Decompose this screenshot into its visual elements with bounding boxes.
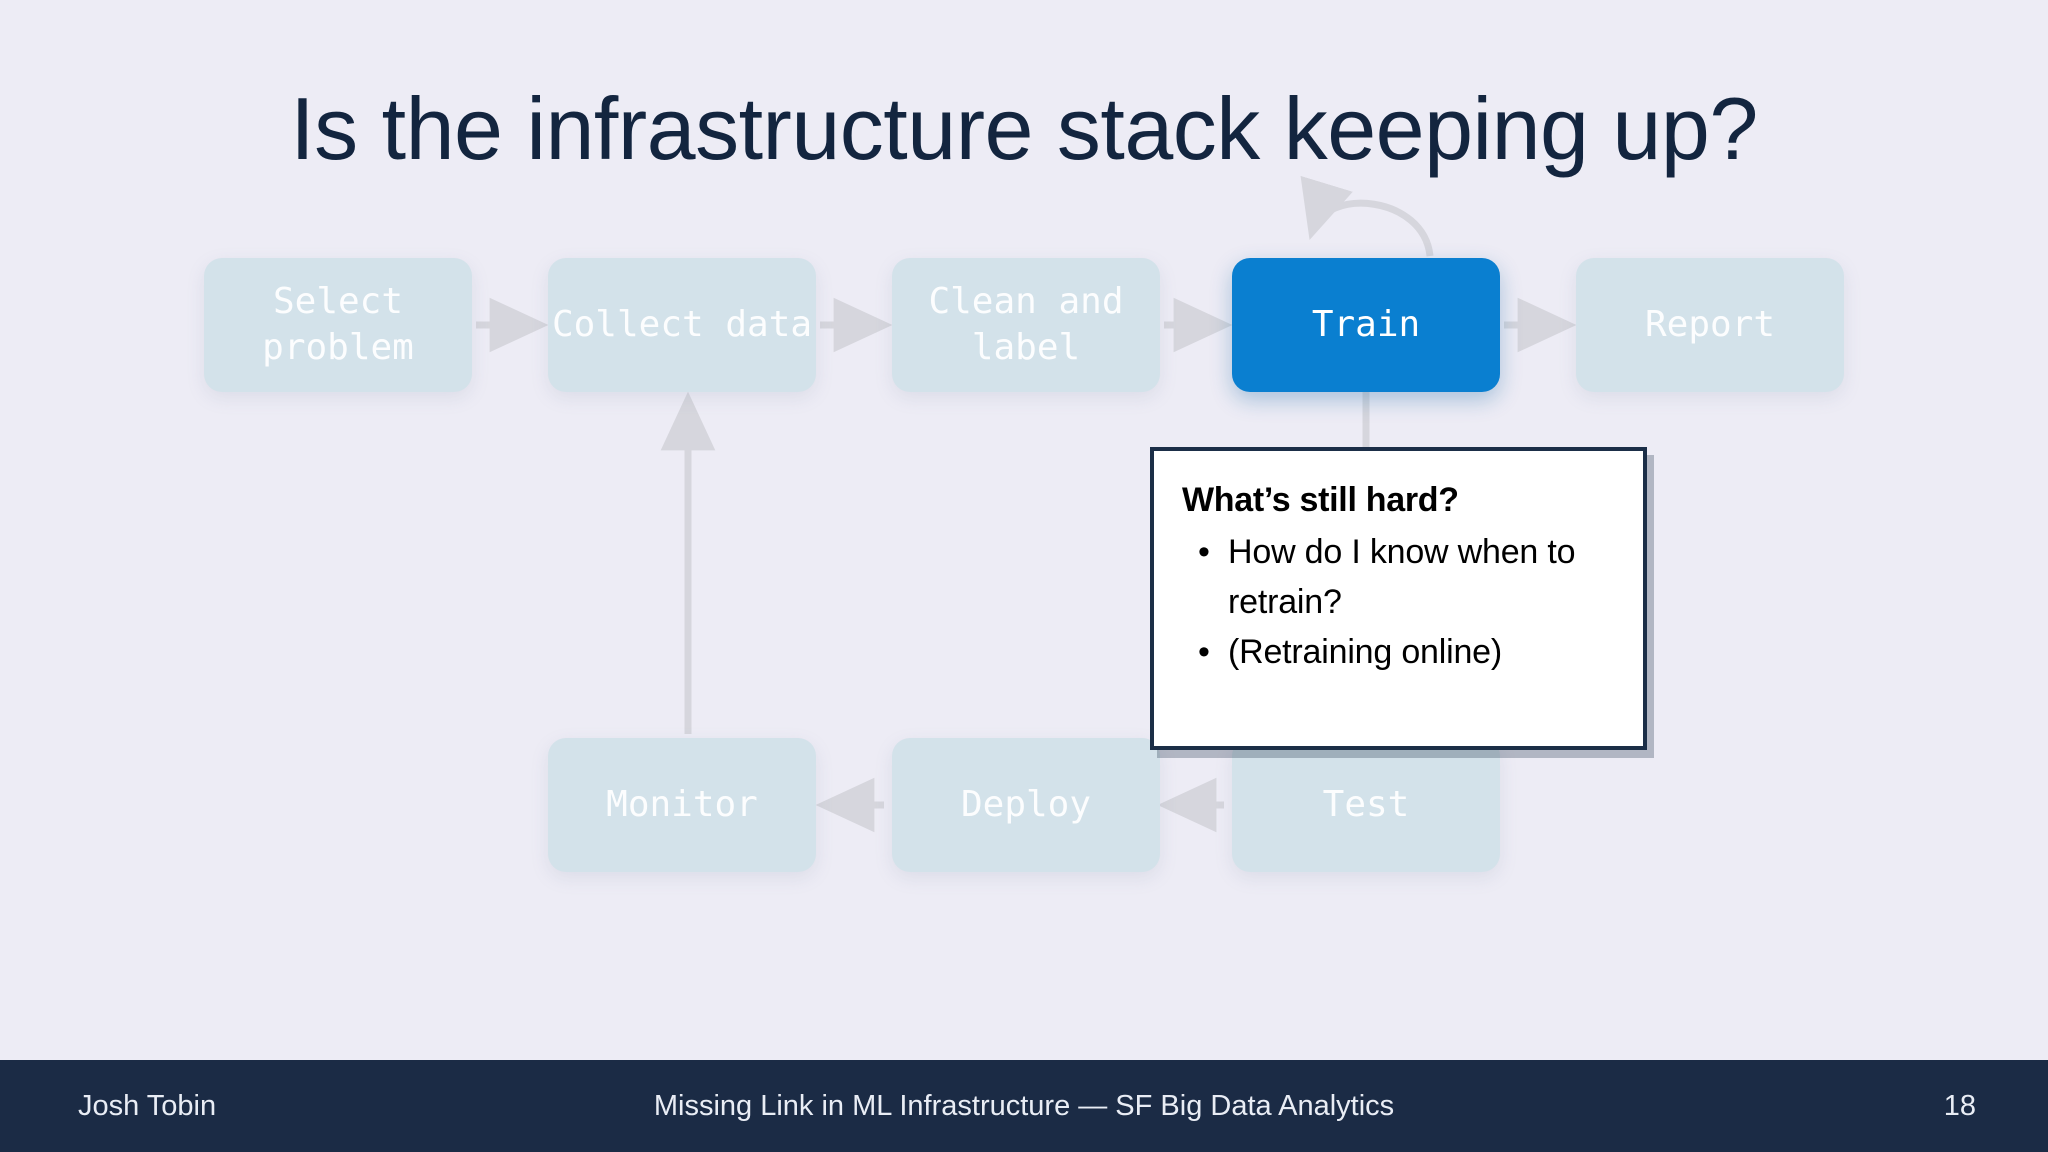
flow-node-report[interactable]: Report — [1576, 258, 1844, 392]
flow-node-test[interactable]: Test — [1232, 738, 1500, 872]
callout-box: What’s still hard? • How do I know when … — [1150, 447, 1647, 750]
flow-node-select-problem[interactable]: Select problem — [204, 258, 472, 392]
callout-bullet-item: • (Retraining online) — [1182, 627, 1617, 677]
flow-node-label: Select problem — [262, 281, 414, 368]
footer-author: Josh Tobin — [78, 1089, 217, 1122]
flow-node-label: Collect data — [551, 304, 813, 345]
flow-node-label: Test — [1322, 784, 1410, 825]
footer-talk-title: Missing Link in ML Infrastructure — SF B… — [653, 1089, 1395, 1122]
flow-node-monitor[interactable]: Monitor — [548, 738, 816, 872]
flow-node-label: Clean and label — [928, 279, 1123, 371]
callout-bullet-text: (Retraining online) — [1228, 633, 1503, 671]
flow-node-deploy[interactable]: Deploy — [892, 738, 1160, 872]
flow-node-train[interactable]: Train — [1232, 258, 1500, 392]
callout-bullet-list: • How do I know when to retrain? • (Retr… — [1182, 527, 1617, 677]
bullet-glyph-icon: • — [1198, 633, 1210, 671]
page-title: Is the infrastructure stack keeping up? — [290, 78, 1758, 178]
flow-node-label: Deploy — [960, 784, 1092, 825]
slide-footer: Josh Tobin Missing Link in ML Infrastruc… — [0, 1060, 2048, 1152]
flow-node-label: Train — [1311, 304, 1421, 345]
callout-bullet-text: How do I know when to retrain? — [1228, 533, 1576, 621]
arrow-train-self-loop — [1300, 175, 1434, 257]
flow-node-label: Report — [1644, 304, 1776, 345]
flow-node-collect-data[interactable]: Collect data — [548, 258, 816, 392]
footer-page-number: 18 — [1943, 1089, 1976, 1122]
flow-node-label: Monitor — [606, 784, 758, 825]
flow-node-label-line1: Clean and — [928, 281, 1124, 322]
callout-heading: What’s still hard? — [1182, 481, 1459, 519]
callout-bullet-item: • How do I know when to retrain? — [1182, 527, 1617, 627]
flow-node-label-line2: label — [971, 327, 1081, 368]
bullet-glyph-icon: • — [1198, 533, 1210, 571]
flow-node-clean-and-label[interactable]: Clean and label — [892, 258, 1160, 392]
ml-lifecycle-flowchart: Select problem Collect data Clean and la… — [204, 175, 1844, 872]
flow-arrow-layer — [476, 175, 1577, 833]
